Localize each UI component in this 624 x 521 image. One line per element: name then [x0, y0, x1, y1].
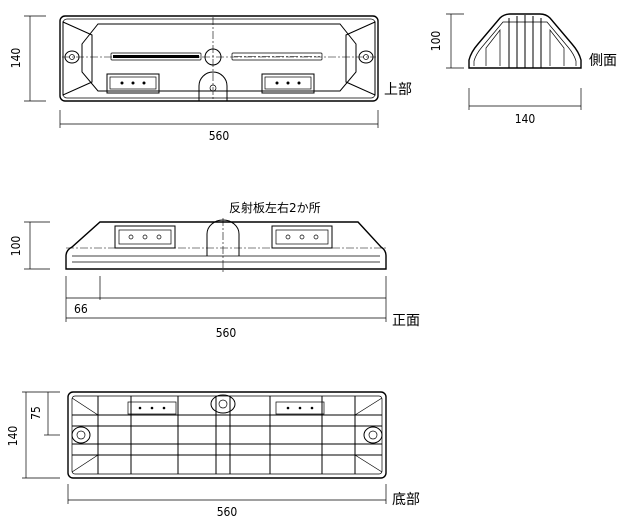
bottom-view-left-hole: [71, 426, 91, 444]
front-view-center-arch: [206, 219, 240, 256]
bottom-view-inner-edge: [71, 395, 383, 475]
side-view-dim-height: 100: [429, 31, 443, 52]
bottom-view-center-boss: [210, 394, 236, 414]
bottom-view-center-boss-inner: [218, 399, 228, 409]
reflector-dot: [297, 81, 301, 85]
bottom-view-diag: [354, 397, 383, 416]
reflector-dot: [128, 234, 134, 240]
pocket-dot: [138, 406, 142, 410]
pocket-dot: [162, 406, 166, 410]
bottom-view-left-hole-inner: [76, 430, 86, 440]
bottom-view-diag: [71, 397, 99, 416]
reflector-dot: [131, 81, 135, 85]
top-view-emboss-left-text: [113, 55, 199, 58]
top-view-emboss-right: [231, 52, 323, 61]
reflector-dot: [142, 234, 148, 240]
front-view-reflector-right: [271, 225, 333, 249]
top-view-reflector-right-inner: [264, 76, 312, 90]
top-view-label: 上部: [384, 82, 412, 98]
side-view-dim-width: 140: [515, 112, 536, 126]
top-view-notch-hole: [209, 84, 217, 92]
top-view-dim-height: 140: [9, 48, 23, 69]
top-view-center-hole: [204, 48, 222, 66]
top-view-reflector-left: [106, 73, 160, 94]
pocket-dot: [310, 406, 314, 410]
reflector-dot: [142, 81, 146, 85]
bottom-view-label: 底部: [392, 492, 420, 508]
bottom-view-diag: [71, 454, 99, 473]
bottom-view-dim-inner: 75: [29, 406, 43, 420]
reflector-dot: [285, 234, 291, 240]
bottom-view: 140 75 560 底部: [6, 391, 420, 519]
bottom-view-diag: [354, 454, 383, 473]
top-view-front-notch: [198, 71, 228, 101]
front-view-reflector-left-inner: [118, 229, 172, 245]
bottom-view-right-hole: [363, 426, 383, 444]
reflector-dot: [299, 234, 305, 240]
bottom-view-right-hole-inner: [368, 430, 378, 440]
reflector-dot: [120, 81, 124, 85]
top-view-emboss-left: [110, 52, 202, 61]
bottom-view-pocket-left: [127, 401, 177, 415]
front-view-dim-offset: 66: [74, 302, 88, 316]
side-view-right-pocket: [549, 28, 565, 66]
top-view: 140 560 上部: [9, 15, 412, 143]
front-view: 反射板左右2か所 100 66 560 正面: [9, 200, 420, 340]
pocket-dot: [150, 406, 154, 410]
reflector-dot: [275, 81, 279, 85]
top-view-outline: [59, 15, 379, 102]
front-view-reflector-left: [114, 225, 176, 249]
front-view-dim-width: 560: [216, 326, 237, 340]
top-view-left-wedge: [62, 21, 93, 96]
top-view-plateau: [81, 23, 357, 92]
bottom-view-pocket-right: [275, 401, 325, 415]
front-view-outline: [65, 221, 387, 270]
top-view-reflector-left-inner: [109, 76, 157, 90]
front-view-label: 正面: [392, 313, 420, 329]
bottom-view-dim-height: 140: [6, 426, 20, 447]
side-view-outline: [468, 13, 582, 69]
front-view-note: 反射板左右2か所: [229, 200, 321, 215]
top-view-dim-width: 560: [209, 129, 230, 143]
top-view-reflector-right: [261, 73, 315, 94]
reflector-dot: [156, 234, 162, 240]
side-view-label: 側面: [589, 53, 617, 69]
pocket-dot: [298, 406, 302, 410]
top-view-right-wedge: [345, 21, 376, 96]
bottom-view-outline: [67, 391, 387, 479]
front-view-reflector-right-inner: [275, 229, 329, 245]
front-view-dim-height: 100: [9, 236, 23, 257]
side-view: 100 140 側面: [429, 13, 617, 126]
side-view-left-pocket: [485, 28, 501, 66]
pocket-dot: [286, 406, 290, 410]
reflector-dot: [286, 81, 290, 85]
bottom-view-dim-width: 560: [217, 505, 238, 519]
reflector-dot: [313, 234, 319, 240]
